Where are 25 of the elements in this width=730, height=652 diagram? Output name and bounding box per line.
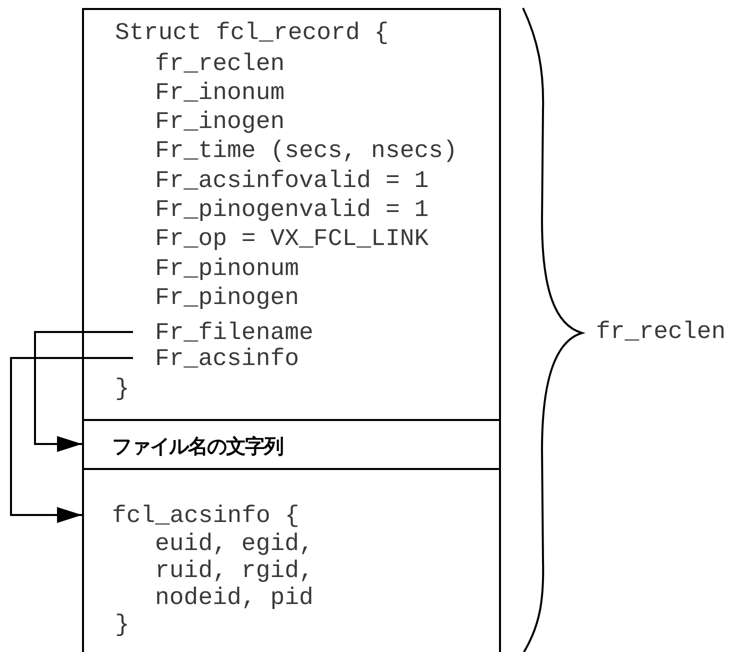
code-line: fr_reclen <box>155 51 285 79</box>
size-label: fr_reclen <box>596 319 726 347</box>
code-line: } <box>115 376 130 404</box>
struct-section <box>82 8 501 419</box>
code-line: fcl_acsinfo { <box>112 503 300 531</box>
code-line: Fr_op = VX_FCL_LINK <box>155 226 429 254</box>
code-line: Fr_acsinfovalid = 1 <box>155 168 429 196</box>
code-line: Fr_pinonum <box>155 256 300 284</box>
connector-arrow <box>34 331 133 452</box>
code-line: Fr_pinogen <box>155 285 300 313</box>
code-line: nodeid, pid <box>155 585 314 613</box>
field-name: Fr_acsinfo <box>155 346 300 374</box>
connector-arrow <box>10 357 133 523</box>
filename-section <box>82 419 501 469</box>
code-line: Fr_time (secs, nsecs) <box>155 138 458 166</box>
code-line: Fr_inonum <box>155 80 285 108</box>
acsinfo-section <box>82 468 501 652</box>
field-name: Fr_filename <box>155 320 314 348</box>
code-line: ruid, rgid, <box>155 558 314 586</box>
section-heading: ファイル名の文字列 <box>112 433 283 460</box>
code-line: Struct fcl_record { <box>115 20 389 48</box>
code-line: euid, egid, <box>155 531 314 559</box>
code-line: Fr_inogen <box>155 109 285 137</box>
code-line: } <box>115 612 130 640</box>
code-line: Fr_pinogenvalid = 1 <box>155 197 429 225</box>
